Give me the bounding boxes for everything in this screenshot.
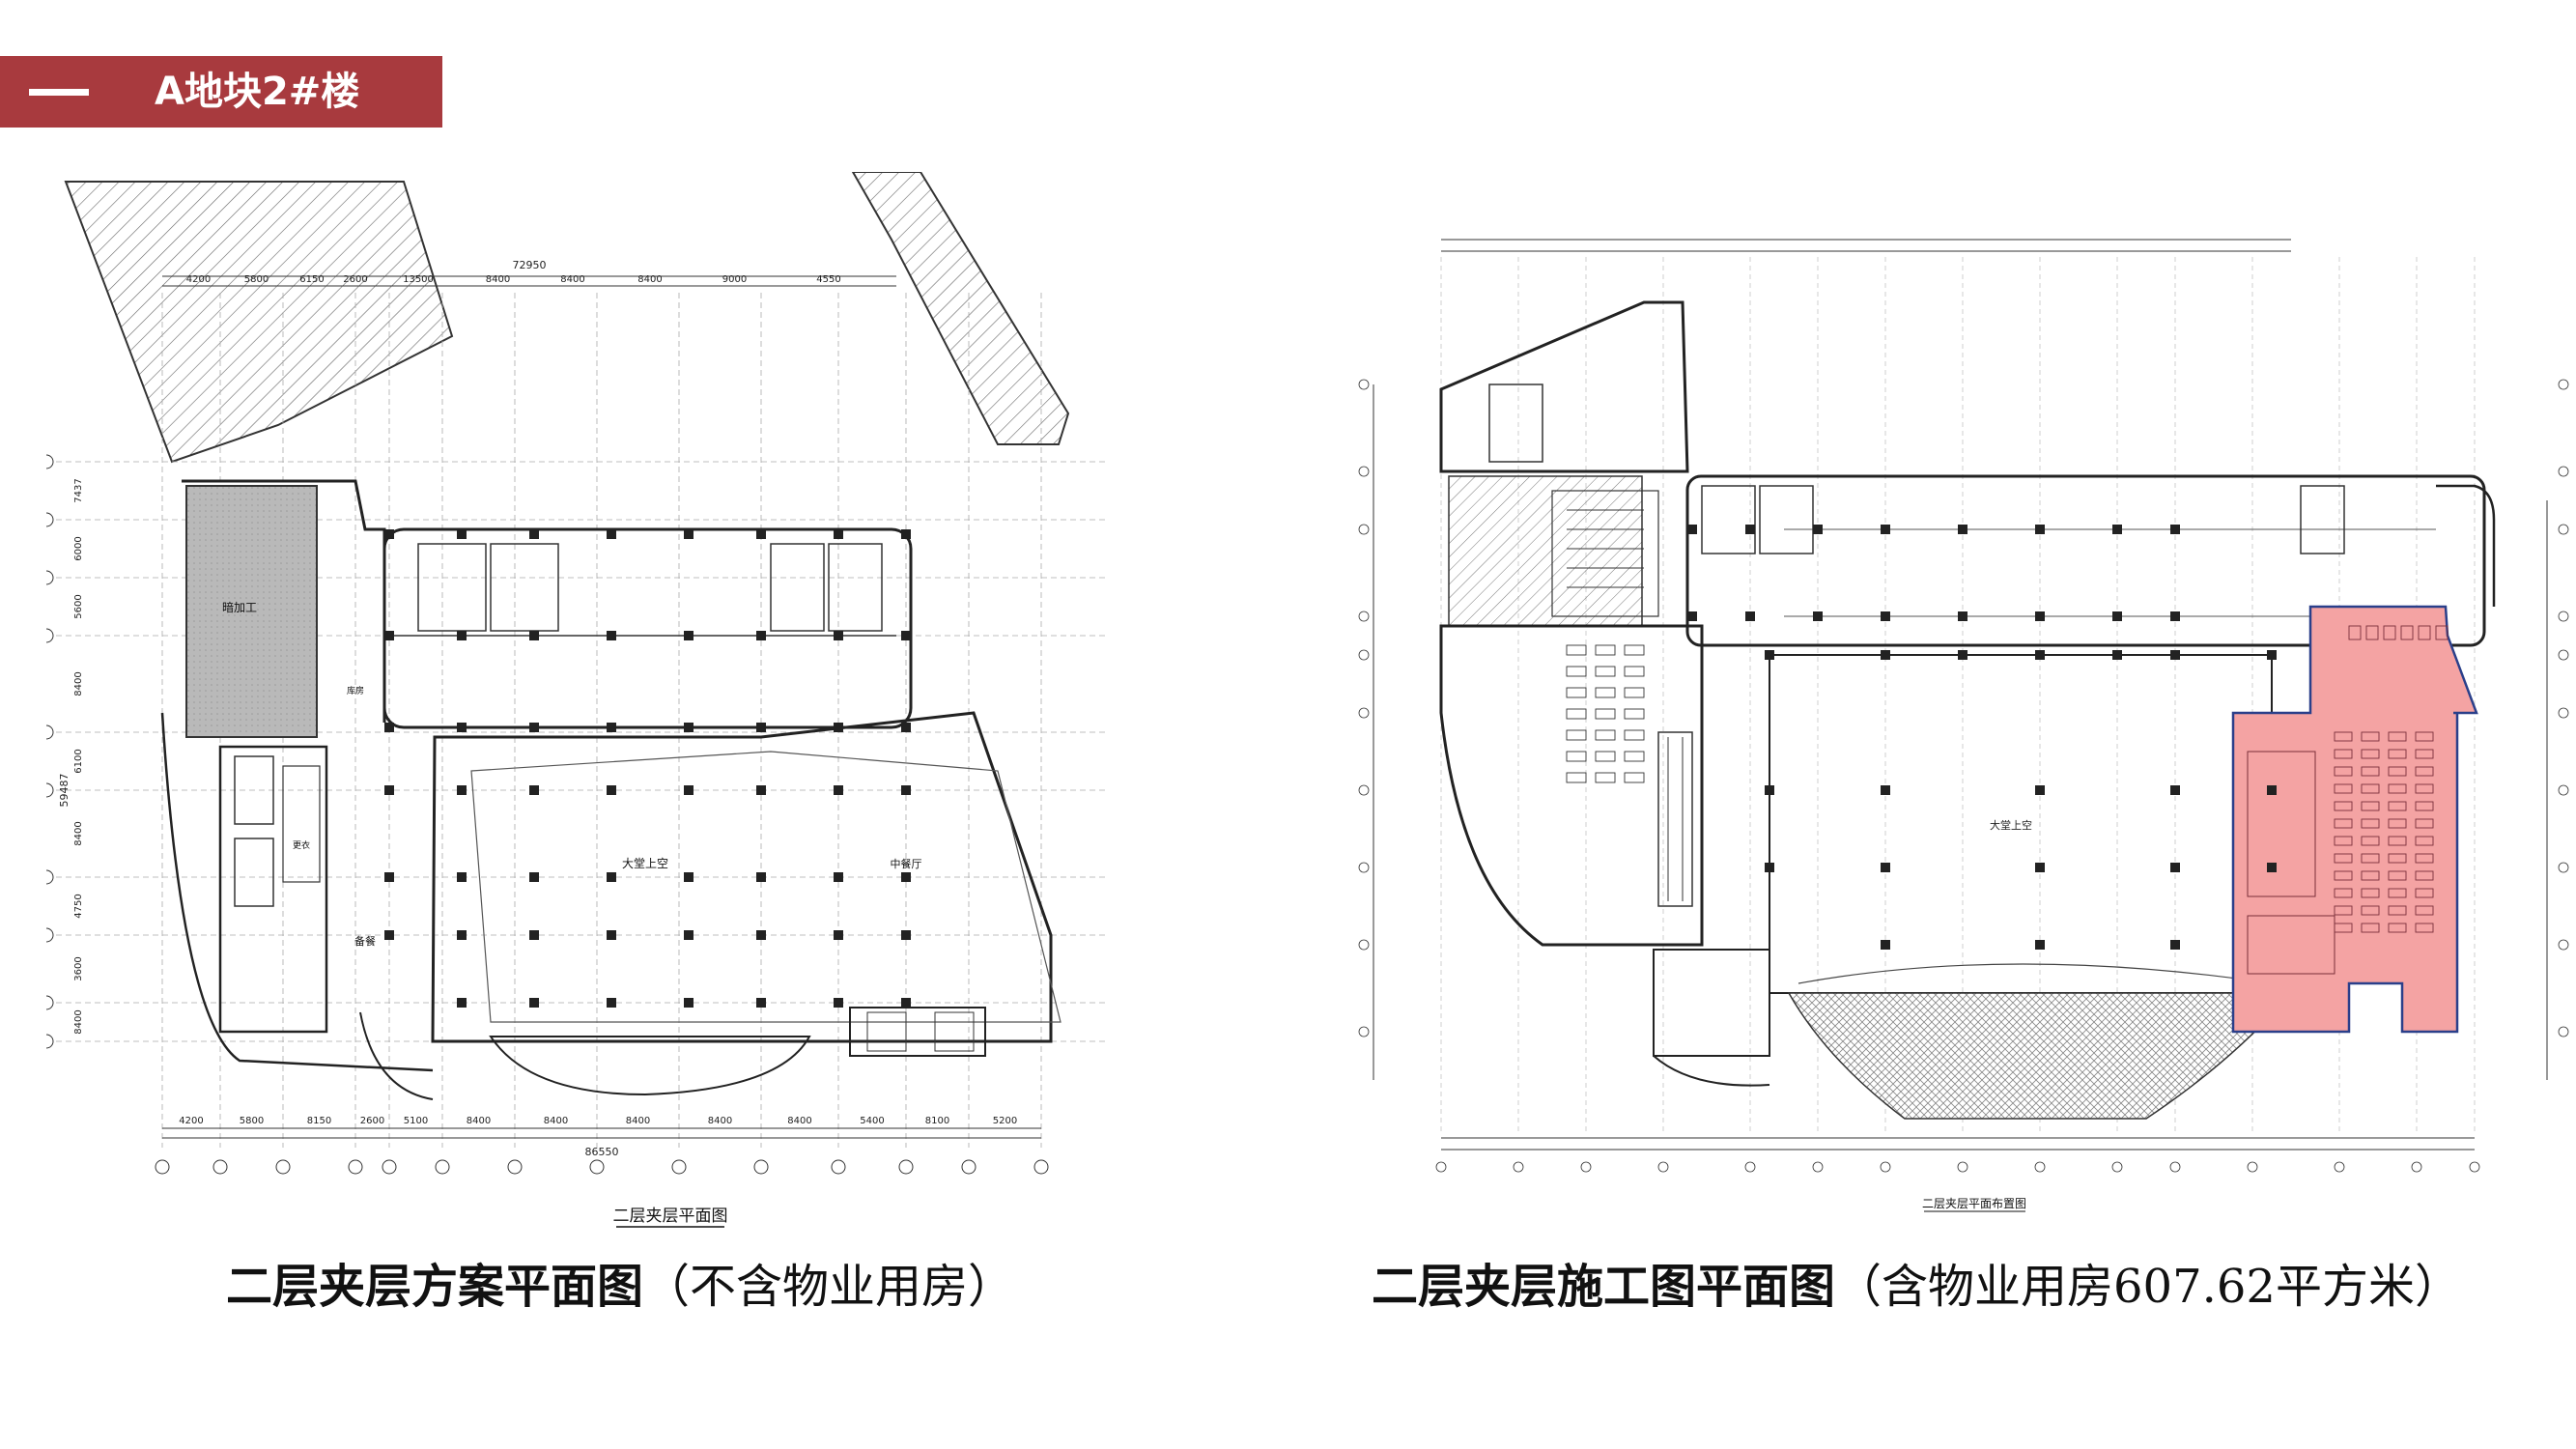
left-drawing-title: 二层夹层平面图 bbox=[613, 1207, 728, 1226]
top-dimension-label: 4200 bbox=[186, 274, 211, 285]
left-caption-note: （不含物业用房） bbox=[643, 1260, 1015, 1314]
left-dimension-label: 8400 bbox=[73, 1009, 84, 1034]
column-markers-right bbox=[1687, 525, 2277, 950]
top-dimension-label: 8400 bbox=[637, 274, 662, 285]
left-floor-plan: 4200 5800 6150 2600 13500 8400 8400 8400 9000 455… bbox=[46, 172, 1107, 1242]
right-drawing-title: 二层夹层平面布置图 bbox=[1922, 1197, 2026, 1210]
left-dimension-label: 8400 bbox=[73, 821, 84, 845]
room-label-lobby-void-right: 大堂上空 bbox=[1990, 818, 2032, 832]
left-caption-title: 二层夹层方案平面图 bbox=[226, 1260, 644, 1314]
top-dimension-label: 8400 bbox=[486, 274, 510, 285]
column-markers bbox=[384, 529, 911, 1008]
right-floor-plan: 大堂上空 二层夹层平面布置图 bbox=[1345, 211, 2576, 1225]
top-total-dimension: 72950 bbox=[513, 259, 547, 271]
left-dimension-label: 8400 bbox=[73, 671, 84, 696]
room-label-restaurant: 中餐厅 bbox=[891, 857, 922, 870]
bottom-dimension-label: 5400 bbox=[860, 1116, 884, 1126]
bottom-dimension-label: 5200 bbox=[993, 1116, 1017, 1126]
bottom-dimension-label: 8150 bbox=[307, 1116, 331, 1126]
bottom-dimension-label: 8400 bbox=[708, 1116, 732, 1126]
dining-tables bbox=[1566, 644, 1645, 783]
top-dimension-label: 6150 bbox=[299, 274, 324, 285]
left-dimension-label: 5600 bbox=[73, 594, 84, 618]
top-dimension-label: 9000 bbox=[722, 274, 747, 285]
left-dimension-label: 3600 bbox=[73, 956, 84, 980]
room-label-pantry: 备餐 bbox=[354, 934, 376, 948]
top-dimension-label: 4550 bbox=[816, 274, 840, 285]
bottom-dimension-label: 8100 bbox=[925, 1116, 949, 1126]
room-label-lobby-void: 大堂上空 bbox=[622, 857, 668, 870]
top-dimension-label: 5800 bbox=[244, 274, 269, 285]
bottom-dimension-labels: 4200 5800 8150 2600 5100 8400 8400 8400 8400 8400… bbox=[179, 1116, 1017, 1126]
left-dimension-label: 7437 bbox=[73, 478, 84, 502]
left-total-dimension: 59487 bbox=[58, 774, 71, 808]
section-title: A地块2#楼 bbox=[155, 70, 360, 114]
top-dimension-label: 2600 bbox=[343, 274, 367, 285]
room-label-processing: 暗加工 bbox=[222, 600, 257, 614]
right-caption: 二层夹层施工图平面图（含物业用房607.62平方米） bbox=[1372, 1256, 2461, 1318]
section-header: A地块2#楼 bbox=[0, 56, 442, 128]
bottom-dimension-label: 8400 bbox=[467, 1116, 491, 1126]
top-dimension-label: 13500 bbox=[403, 274, 434, 285]
left-dimension-label: 6100 bbox=[73, 749, 84, 773]
bottom-dimension-label: 5100 bbox=[404, 1116, 428, 1126]
header-dash bbox=[29, 89, 89, 96]
room-label-changing: 更衣 bbox=[293, 839, 310, 851]
top-dimension-label: 8400 bbox=[560, 274, 584, 285]
bottom-dimension-label: 5800 bbox=[240, 1116, 264, 1126]
left-dimension-label: 4750 bbox=[73, 894, 84, 918]
right-plan-drawing: 大堂上空 二层夹层平面布置图 bbox=[1358, 239, 2569, 1212]
bottom-dimension-label: 8400 bbox=[544, 1116, 568, 1126]
right-caption-note: （含物业用房607.62平方米） bbox=[1835, 1260, 2461, 1314]
bottom-dimension-label: 8400 bbox=[626, 1116, 650, 1126]
left-caption: 二层夹层方案平面图（不含物业用房） bbox=[226, 1256, 1014, 1318]
left-dimension-label: 6000 bbox=[73, 536, 84, 560]
room-label-storage: 库房 bbox=[347, 685, 364, 696]
bottom-dimension-label: 2600 bbox=[360, 1116, 384, 1126]
right-caption-title: 二层夹层施工图平面图 bbox=[1372, 1260, 1836, 1314]
bottom-total-dimension: 86550 bbox=[585, 1146, 619, 1158]
left-dimension-labels: 7437 6000 5600 8400 6100 8400 4750 3600 8400 bbox=[73, 478, 84, 1034]
bottom-dimension-label: 8400 bbox=[787, 1116, 811, 1126]
office-desks bbox=[2247, 625, 2449, 975]
property-room-highlight bbox=[2231, 605, 2478, 1034]
left-plan-drawing: 4200 5800 6150 2600 13500 8400 8400 8400 9000 455… bbox=[46, 172, 1107, 1228]
bottom-dimension-label: 4200 bbox=[179, 1116, 203, 1126]
top-dimension-labels: 4200 5800 6150 2600 13500 8400 8400 8400 9000 455… bbox=[186, 274, 841, 285]
